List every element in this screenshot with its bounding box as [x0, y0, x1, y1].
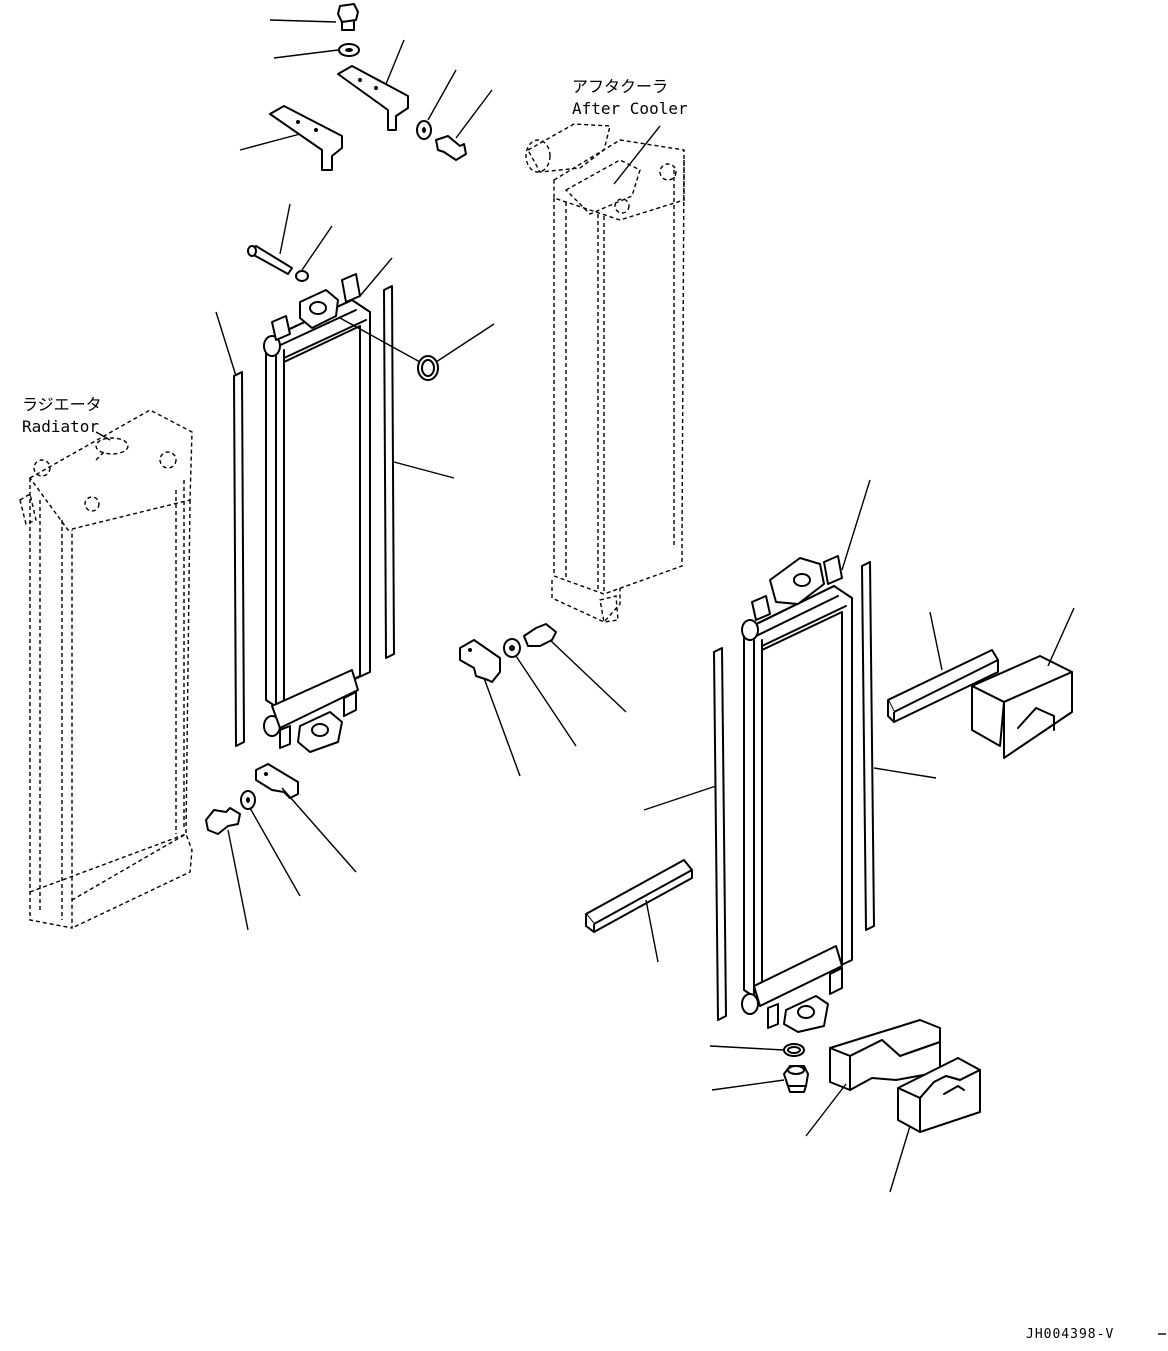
sponge-block-upper	[971, 655, 1073, 759]
radiator-label-en: Radiator	[22, 417, 100, 436]
top-washer-2	[416, 120, 432, 140]
top-bolt-2	[435, 135, 467, 161]
lower-bracket-left	[255, 763, 299, 799]
radiator-outline	[19, 409, 193, 929]
o-ring-lower	[783, 1043, 805, 1057]
right-core-left-strip	[713, 647, 727, 1021]
drain-plug	[783, 1065, 809, 1093]
sponge-bar-lower	[585, 859, 693, 933]
radiator-label-jp: ラジエータ	[22, 395, 102, 414]
long-bolt	[247, 245, 293, 275]
sponge-bar-upper	[887, 649, 999, 723]
oil-cooler-left	[263, 273, 371, 753]
aftercooler-label-en: After Cooler	[572, 99, 688, 118]
oil-cooler-right	[741, 555, 853, 1033]
leader-lines	[95, 19, 1166, 1335]
lower-bolt-left	[205, 807, 241, 835]
right-core-right-strip	[861, 561, 875, 931]
sponge-block-lower-2	[897, 1057, 981, 1133]
middle-bracket	[459, 639, 501, 683]
sponge-block-lower-1	[829, 1019, 941, 1091]
o-ring-upper	[417, 355, 439, 381]
aftercooler-outline	[525, 123, 685, 623]
top-bracket-1	[337, 65, 409, 131]
top-bracket-2	[269, 105, 343, 171]
drawing-code: JH004398-V	[1026, 1327, 1115, 1342]
middle-bolt	[523, 623, 557, 647]
middle-washer	[503, 638, 521, 658]
right-seal-strip	[383, 285, 395, 659]
aftercooler-label-jp: アフタクーラ	[572, 77, 669, 96]
left-seal-strip	[233, 371, 245, 747]
top-bolt-1	[337, 3, 359, 31]
small-washer	[295, 270, 309, 282]
lower-washer-left	[240, 790, 256, 810]
top-washer-1	[338, 43, 360, 57]
